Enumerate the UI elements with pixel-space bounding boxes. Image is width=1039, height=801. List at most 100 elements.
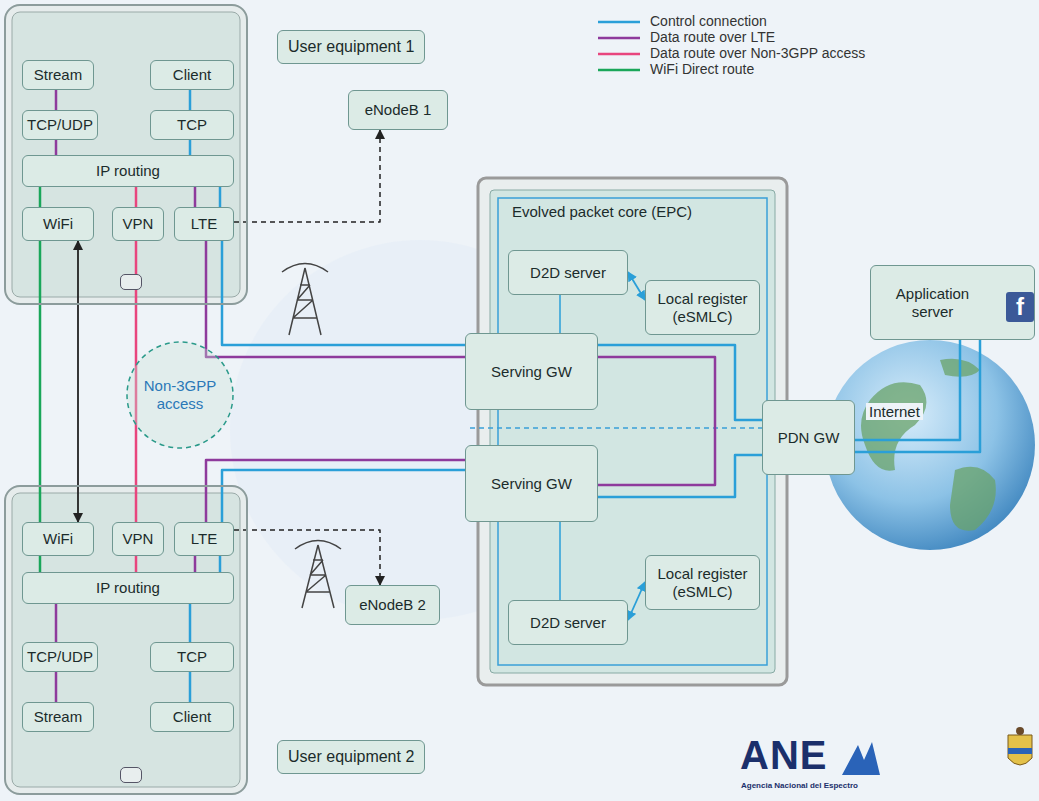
connector <box>55 672 58 702</box>
legend-text: Data route over LTE <box>650 29 775 45</box>
coat-of-arms <box>1008 727 1032 765</box>
region-outline <box>127 342 233 448</box>
box-label: WiFi <box>43 215 73 233</box>
logo-mark <box>842 742 880 775</box>
process-box: VPN <box>112 207 164 241</box>
connector <box>628 272 645 300</box>
logo-text: ANE <box>740 733 827 778</box>
box-label: LTE <box>191 530 217 548</box>
process-box: TCP <box>150 110 234 140</box>
process-box: WiFi <box>22 522 94 556</box>
logo-subtitle: Agencia Nacional del Espectro <box>741 781 858 790</box>
legend-line <box>598 69 640 72</box>
tower-lattice <box>282 264 328 336</box>
process-box: LTE <box>174 522 234 556</box>
box-label: Stream <box>34 66 82 84</box>
connector <box>39 187 42 207</box>
box-label: TCP/UDP <box>27 116 93 134</box>
device-screen <box>12 493 240 787</box>
connector <box>559 522 561 600</box>
connector <box>77 241 79 522</box>
box-label: TCP/UDP <box>27 648 93 666</box>
device-frame: User equipment 2WiFiVPNLTEIP routingTCP/… <box>4 485 248 795</box>
connector <box>189 672 192 702</box>
box-label: Application server <box>883 285 983 321</box>
process-box: Serving GW <box>465 445 598 522</box>
connector <box>598 357 715 485</box>
box-label: VPN <box>123 215 154 233</box>
connector <box>194 187 197 207</box>
box-label: Non-3GPP access <box>138 377 222 413</box>
box-label: IP routing <box>96 579 160 597</box>
device-body <box>4 485 248 795</box>
box-label: D2D server <box>530 614 606 632</box>
home-button <box>120 767 142 783</box>
connector <box>135 187 138 207</box>
process-box: Local register (eSMLC) <box>645 280 760 335</box>
box-label: Local register (eSMLC) <box>650 565 755 601</box>
process-box: VPN <box>112 522 164 556</box>
box-label: Serving GW <box>491 363 572 381</box>
connector <box>55 90 58 110</box>
connector <box>234 530 380 585</box>
connector <box>135 556 138 572</box>
legend-text: Control connection <box>650 13 767 29</box>
box-label: LTE <box>191 215 217 233</box>
process-box: Client <box>150 702 234 732</box>
process-box: Client <box>150 60 234 90</box>
connector <box>206 460 465 522</box>
legend-text: Data route over Non-3GPP access <box>650 45 865 61</box>
core-label: Evolved packet core (EPC) <box>512 203 692 221</box>
connector <box>219 556 222 572</box>
connector <box>219 187 222 207</box>
connector <box>39 556 42 572</box>
connector <box>39 241 42 522</box>
connector <box>855 340 960 440</box>
connector <box>628 582 645 620</box>
box-label: IP routing <box>96 162 160 180</box>
process-box: D2D server <box>508 250 628 295</box>
facebook-icon: f <box>1006 292 1034 322</box>
box-label: eNodeB 2 <box>359 596 426 614</box>
connector <box>222 470 465 522</box>
home-button <box>120 274 142 290</box>
internet-label: Internet <box>866 403 923 420</box>
box-label: Client <box>173 708 211 726</box>
process-box: Local register (eSMLC) <box>645 555 760 610</box>
legend-line <box>598 53 640 56</box>
connector <box>559 295 561 333</box>
connector <box>598 455 762 497</box>
process-box: LTE <box>174 207 234 241</box>
antenna-tower <box>295 541 341 609</box>
shield-crest <box>1016 727 1024 735</box>
globe-land <box>861 359 996 531</box>
box-label: WiFi <box>43 530 73 548</box>
process-box: Stream <box>22 60 94 90</box>
epc-panel <box>490 190 775 673</box>
access-region: Non-3GPP access <box>125 340 235 450</box>
connector <box>189 604 192 642</box>
process-box: TCP/UDP <box>22 110 98 140</box>
epc-inner-border <box>498 198 767 665</box>
device-label: User equipment 2 <box>277 740 425 774</box>
box-label: D2D server <box>530 264 606 282</box>
connector <box>222 241 465 345</box>
legend-line <box>598 37 640 40</box>
connector <box>194 556 197 572</box>
core-network: Evolved packet core (EPC)D2D serverLocal… <box>478 178 787 685</box>
box-label: VPN <box>123 530 154 548</box>
globe <box>825 340 1035 550</box>
connector <box>855 340 980 452</box>
process-box: D2D server <box>508 600 628 645</box>
box-label: Stream <box>34 708 82 726</box>
box-label: TCP <box>177 648 207 666</box>
process-box: PDN GW <box>762 400 855 475</box>
box-label: PDN GW <box>778 429 840 447</box>
dashed-link <box>470 427 762 429</box>
box-label: TCP <box>177 116 207 134</box>
connector <box>234 130 380 222</box>
device-frame: User equipment 1StreamClientTCP/UDPTCPIP… <box>4 4 248 305</box>
legend-text: WiFi Direct route <box>650 61 754 77</box>
